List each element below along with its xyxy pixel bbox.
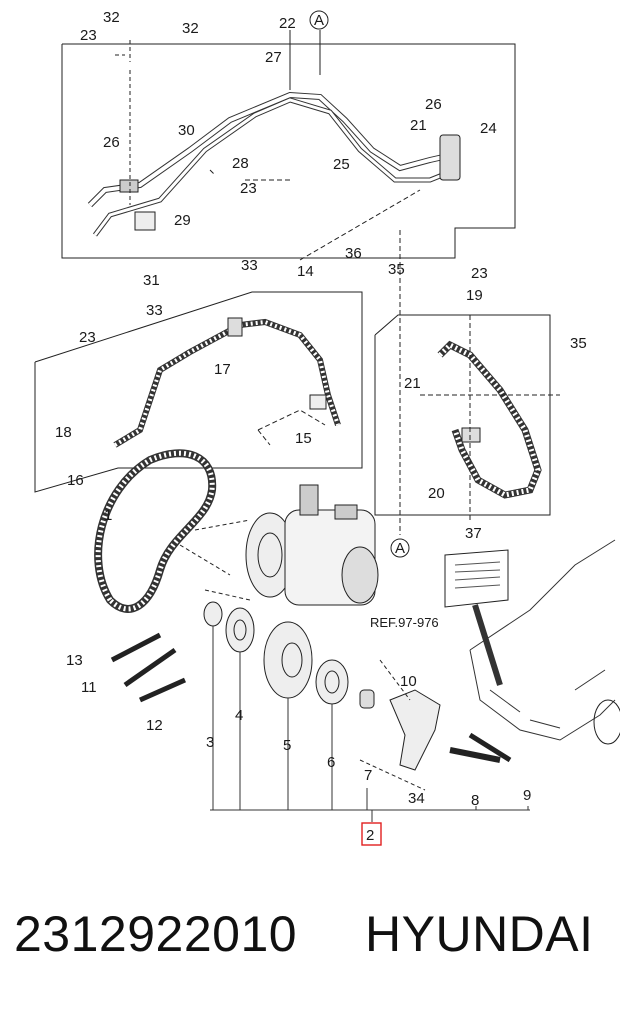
frame-pipe-19 bbox=[374, 314, 551, 516]
callout-21: 21 bbox=[410, 117, 427, 134]
callout-a: A bbox=[395, 540, 405, 557]
pipe-14 bbox=[113, 318, 341, 448]
bolt-12 bbox=[138, 677, 187, 703]
part-4 bbox=[225, 607, 255, 653]
callout-18: 18 bbox=[55, 424, 72, 441]
car-outline bbox=[469, 539, 616, 741]
block-fitting-24 bbox=[439, 134, 461, 181]
callout-23: 23 bbox=[79, 329, 96, 346]
pipe-19 bbox=[437, 340, 542, 499]
frame-pipe-14 bbox=[34, 291, 363, 493]
callout-2: 2 bbox=[366, 827, 374, 844]
parts-diagram: 32 23 32 22 A 27 26 26 21 24 30 28 25 23… bbox=[34, 9, 620, 846]
part-6 bbox=[315, 659, 349, 705]
callout-13: 13 bbox=[66, 652, 83, 669]
callout-35: 35 bbox=[388, 261, 405, 278]
callout-31: 31 bbox=[143, 272, 160, 289]
callout-33: 33 bbox=[241, 257, 258, 274]
callout-20: 20 bbox=[428, 485, 445, 502]
part-5-pulley bbox=[263, 621, 313, 699]
callout-23: 23 bbox=[240, 180, 257, 197]
callout-17: 17 bbox=[214, 361, 231, 378]
callout-a: A bbox=[314, 12, 324, 29]
part-10-bracket bbox=[389, 689, 441, 771]
callout-27: 27 bbox=[265, 49, 282, 66]
callout-7: 7 bbox=[364, 767, 372, 784]
callout-21: 21 bbox=[404, 375, 421, 392]
callout-11: 11 bbox=[81, 679, 97, 696]
callout-14: 14 bbox=[297, 263, 314, 280]
callout-36: 36 bbox=[345, 245, 362, 262]
callout-26: 26 bbox=[103, 134, 120, 151]
callout-22: 22 bbox=[279, 15, 296, 32]
callout-10: 10 bbox=[400, 673, 417, 690]
callout-32: 32 bbox=[182, 20, 199, 37]
part-3 bbox=[203, 601, 223, 627]
callout-6: 6 bbox=[327, 754, 335, 771]
part-number: 2312922010 bbox=[14, 906, 298, 962]
callout-24: 24 bbox=[480, 120, 497, 137]
callout-35: 35 bbox=[570, 335, 587, 352]
callout-37: 37 bbox=[465, 525, 482, 542]
bolt-13 bbox=[110, 632, 162, 663]
callout-16: 16 bbox=[67, 472, 84, 489]
callout-23: 23 bbox=[471, 265, 488, 282]
callout-15: 15 bbox=[295, 430, 312, 447]
bolt-11 bbox=[123, 647, 177, 688]
callout-23: 23 bbox=[80, 27, 97, 44]
callout-12: 12 bbox=[146, 717, 163, 734]
callout-30: 30 bbox=[178, 122, 195, 139]
callout-4: 4 bbox=[235, 707, 243, 724]
callout-5: 5 bbox=[283, 737, 291, 754]
callout-34: 34 bbox=[408, 790, 425, 807]
drive-belt bbox=[94, 449, 217, 613]
callout-29: 29 bbox=[174, 212, 191, 229]
callout-33: 33 bbox=[146, 302, 163, 319]
callout-32: 32 bbox=[103, 9, 120, 26]
callout-28: 28 bbox=[232, 155, 249, 172]
callout-1: 1 bbox=[104, 507, 112, 524]
frame-upper-pipe bbox=[61, 43, 516, 259]
callout-9: 9 bbox=[523, 787, 531, 804]
part-8-bolt bbox=[449, 747, 501, 763]
part-7 bbox=[359, 689, 375, 709]
highlight-box-2 bbox=[361, 822, 382, 846]
callout-26: 26 bbox=[425, 96, 442, 113]
suction-pipe bbox=[87, 91, 453, 208]
callout-25: 25 bbox=[333, 156, 350, 173]
callout-8: 8 bbox=[471, 792, 479, 809]
brand-name: HYUNDAI bbox=[365, 906, 594, 962]
callout-3: 3 bbox=[206, 734, 214, 751]
ref-label: REF.97-976 bbox=[370, 615, 439, 630]
callout-19: 19 bbox=[466, 287, 483, 304]
